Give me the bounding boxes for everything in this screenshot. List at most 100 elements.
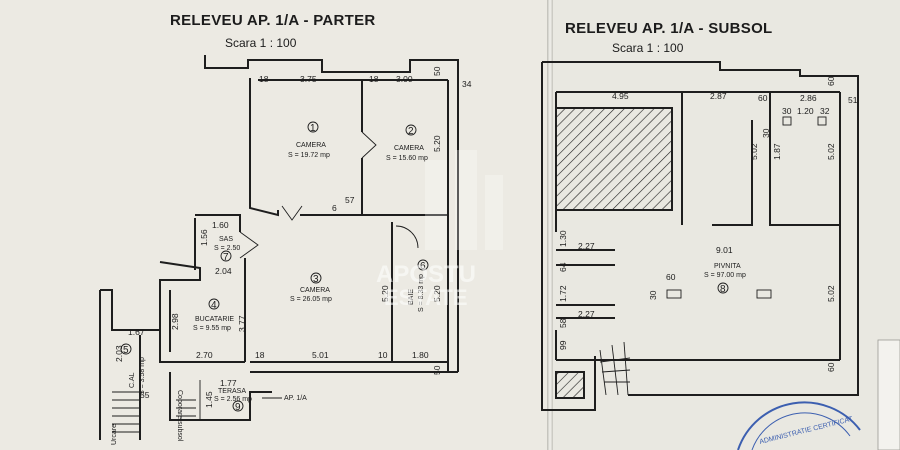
dim-520b: 5.20 (380, 285, 390, 302)
subsol-walls (541, 61, 859, 411)
watermark-line1: APOSTU (376, 261, 476, 288)
dim-60c: 60 (666, 272, 676, 282)
parter-stairs (112, 391, 196, 433)
dim-55: 55 (140, 390, 150, 400)
dim-187: 1.87 (772, 143, 782, 160)
room-8: PIVNITA S = 97.00 mp 8 (704, 263, 746, 295)
dim-270: 2.70 (196, 350, 213, 360)
certificate-stamp: ADMINISTRATIE CERTIFICAT (737, 401, 861, 450)
room-1: 1 CAMERA S = 19.72 mp (288, 121, 330, 159)
dim-32: 32 (820, 106, 830, 116)
room-9-area: S = 2.56 mp (214, 396, 252, 403)
room-5-name: C.AL (129, 372, 136, 388)
room-6-area: S = 8.33 mp (418, 274, 425, 312)
dim-60b: 60 (826, 76, 836, 86)
dim-286: 2.86 (800, 93, 817, 103)
dim-177: 1.77 (220, 378, 237, 388)
hatched-block (555, 371, 585, 399)
room-9-name: TERASA (218, 388, 246, 395)
dim-50a: 50 (432, 66, 442, 76)
dim-520c: 5.20 (432, 285, 442, 302)
room-1-area: S = 19.72 mp (288, 152, 330, 159)
room-9-num: 9 (235, 402, 241, 413)
dim-58: 58 (558, 318, 568, 328)
room-6: 6 BAIE S = 8.33 mp (408, 259, 429, 312)
room-2-name: CAMERA (394, 145, 424, 152)
dim-18a: 18 (259, 74, 269, 84)
room-3-area: S = 26.05 mp (290, 296, 332, 303)
dim-160: 1.60 (212, 220, 229, 230)
dim-6: 6 (332, 203, 337, 213)
room-9: 9 TERASA S = 2.56 mp (214, 388, 252, 413)
dim-377: 3.77 (237, 315, 247, 332)
room-7: 7 SAS S = 2.50 (214, 236, 240, 263)
dim-167: 1.67 (128, 327, 145, 337)
room-6-name: BAIE (408, 289, 415, 305)
subsol-title: RELEVEU AP. 1/A - SUBSOL (565, 20, 773, 37)
dim-495: 4.95 (612, 91, 629, 101)
dim-502c: 5.02 (826, 285, 836, 302)
room-7-num: 7 (223, 252, 229, 263)
dim-520a: 5.20 (432, 135, 442, 152)
room-5: 5 C.AL S = 3.58 mp (120, 343, 146, 395)
dim-60d: 60 (826, 362, 836, 372)
dim-99: 99 (558, 340, 568, 350)
dim-227b: 2.27 (578, 309, 595, 319)
dim-172: 1.72 (558, 285, 568, 302)
paper-edge (877, 339, 900, 450)
dim-901: 9.01 (716, 245, 733, 255)
room-8-area: S = 97.00 mp (704, 272, 746, 279)
dim-298: 2.98 (170, 313, 180, 330)
page-fold (547, 0, 553, 450)
dim-375: 3.75 (300, 74, 317, 84)
room-5-num: 5 (123, 345, 129, 356)
room-2-num: 2 (408, 126, 414, 137)
parter-doors (239, 131, 419, 259)
dim-18c: 18 (255, 350, 265, 360)
dim-203: 2.03 (114, 345, 124, 362)
watermark-line2: ESTATE (384, 285, 468, 310)
parter-dimensions: 18 3.75 18 3.00 50 34 5.20 57 6 1.60 1.5… (114, 66, 472, 408)
watermark: APOSTU ESTATE (376, 150, 503, 310)
dim-204: 2.04 (215, 266, 232, 276)
room-6-num: 6 (420, 261, 426, 272)
coborare-label: Coborare subsol (176, 390, 183, 442)
room-2: 2 CAMERA S = 15.60 mp (386, 124, 428, 162)
room-1-name: CAMERA (296, 142, 326, 149)
dim-50b: 50 (432, 365, 442, 375)
dim-60a: 60 (758, 93, 768, 103)
dim-64: 64 (558, 262, 568, 272)
dim-180: 1.80 (412, 350, 429, 360)
parter-rooms: 1 CAMERA S = 19.72 mp 2 CAMERA S = 15.60… (111, 121, 429, 445)
dim-120: 1.20 (797, 106, 814, 116)
dim-10: 10 (378, 350, 388, 360)
room-8-name: PIVNITA (714, 263, 741, 270)
dim-30c: 30 (648, 290, 658, 300)
room-3-num: 3 (313, 274, 319, 285)
parter-title: RELEVEU AP. 1/A - PARTER (170, 12, 376, 29)
dim-287: 2.87 (710, 91, 727, 101)
hatched-pillar (555, 107, 673, 211)
dim-300: 3.00 (396, 74, 413, 84)
room-4-name: BUCATARIE (195, 316, 234, 323)
dim-502b: 5.02 (826, 143, 836, 160)
room-4: 4 BUCATARIE S = 9.55 mp (193, 298, 234, 332)
parter-walls (99, 55, 459, 440)
room-7-name: SAS (219, 236, 233, 243)
dim-30: 30 (782, 106, 792, 116)
dim-145: 1.45 (204, 391, 214, 408)
room-1-num: 1 (310, 123, 316, 134)
stamp-text: ADMINISTRATIE CERTIFICAT (759, 416, 855, 446)
subsol-dimensions: 4.95 2.87 60 2.86 51 60 30 1.20 32 30 5.… (558, 76, 858, 372)
urcare-label: Urcare (111, 424, 118, 445)
room-4-area: S = 9.55 mp (193, 325, 231, 332)
dim-156: 1.56 (199, 229, 209, 246)
dim-501: 5.01 (312, 350, 329, 360)
parter-sheet (0, 0, 548, 450)
dim-30b: 30 (761, 128, 771, 138)
room-5-area: S = 3.58 mp (139, 357, 146, 395)
room-2-area: S = 15.60 mp (386, 155, 428, 162)
room-8-num: 8 (720, 284, 726, 295)
